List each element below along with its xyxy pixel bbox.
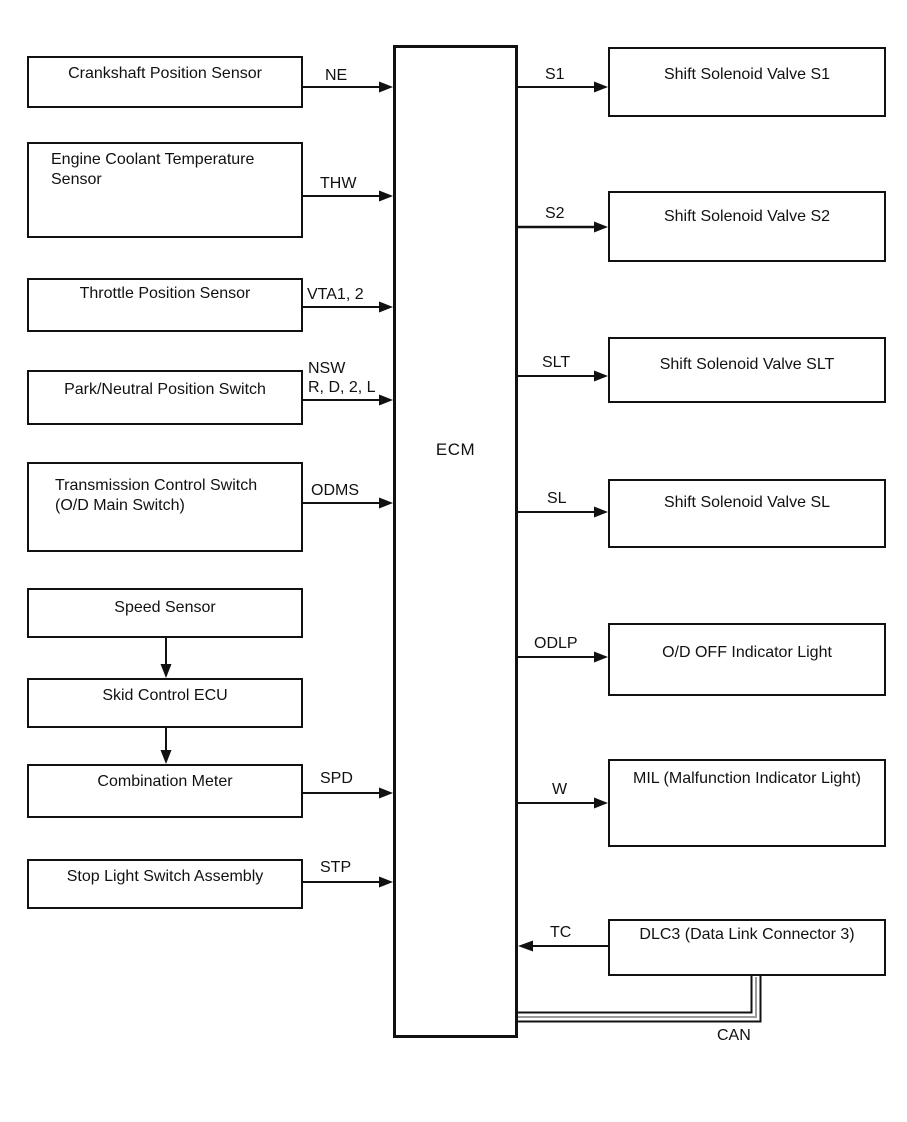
arrowhead-icon bbox=[594, 797, 608, 809]
arrowhead-icon bbox=[594, 506, 608, 518]
node-label: Combination Meter bbox=[97, 773, 233, 790]
node-label: Shift Solenoid Valve SL bbox=[663, 494, 831, 511]
arrowhead-icon bbox=[379, 301, 393, 313]
node-label: Shift Solenoid Valve S2 bbox=[663, 208, 831, 225]
signal-label-stp: STP bbox=[320, 859, 352, 876]
arrowhead-icon bbox=[594, 221, 608, 233]
node-label: Engine Coolant Temperature Sensor bbox=[51, 151, 255, 188]
arrowhead-icon bbox=[160, 750, 172, 764]
ecm-label: ECM bbox=[435, 440, 476, 459]
node-label: Speed Sensor bbox=[114, 599, 216, 616]
signal-label-s1: S1 bbox=[545, 66, 565, 83]
node-transmission-control-switch: Transmission Control Switch (O/D Main Sw… bbox=[27, 462, 303, 552]
node-ecm bbox=[393, 45, 518, 1038]
node-mil-malfunction-indicator-light: MIL (Malfunction Indicator Light) bbox=[608, 759, 886, 847]
signal-label-odms: ODMS bbox=[311, 482, 359, 499]
node-shift-solenoid-valve-s2: Shift Solenoid Valve S2 bbox=[608, 191, 886, 262]
node-label: DLC3 (Data Link Connector 3) bbox=[639, 926, 855, 943]
node-label: Shift Solenoid Valve S1 bbox=[663, 66, 831, 83]
arrowhead-icon bbox=[379, 497, 393, 509]
signal-label-spd: SPD bbox=[320, 770, 353, 787]
connector-odms bbox=[303, 497, 393, 509]
node-dlc3-data-link-connector: DLC3 (Data Link Connector 3) bbox=[608, 919, 886, 976]
node-label: Skid Control ECU bbox=[102, 687, 228, 704]
signal-label-s2: S2 bbox=[545, 205, 565, 222]
arrowhead-icon bbox=[518, 940, 533, 952]
arrowhead-icon bbox=[594, 370, 608, 382]
node-label: Shift Solenoid Valve SLT bbox=[659, 356, 835, 373]
signal-label-tc: TC bbox=[550, 924, 572, 941]
connector-can-bus bbox=[518, 976, 762, 1023]
node-skid-control-ecu: Skid Control ECU bbox=[27, 678, 303, 728]
arrowhead-icon bbox=[594, 81, 608, 93]
signal-label-vta: VTA1, 2 bbox=[307, 286, 364, 303]
signal-label-nsw: NSW R, D, 2, L bbox=[308, 360, 376, 396]
node-combination-meter: Combination Meter bbox=[27, 764, 303, 818]
arrowhead-icon bbox=[379, 394, 393, 406]
connector-s2 bbox=[518, 221, 608, 233]
connector-speed-to-skid bbox=[160, 638, 172, 678]
arrowhead-icon bbox=[160, 664, 172, 678]
signal-label-sl: SL bbox=[547, 490, 567, 507]
connector-ne bbox=[303, 81, 393, 93]
signal-label-can: CAN bbox=[717, 1027, 751, 1044]
node-label: Throttle Position Sensor bbox=[79, 285, 251, 302]
signal-label-slt: SLT bbox=[542, 354, 571, 371]
node-od-off-indicator-light: O/D OFF Indicator Light bbox=[608, 623, 886, 696]
node-label: MIL (Malfunction Indicator Light) bbox=[633, 770, 861, 787]
connector-odlp bbox=[518, 651, 608, 663]
signal-label-odlp: ODLP bbox=[534, 635, 578, 652]
arrowhead-icon bbox=[379, 787, 393, 799]
node-throttle-position-sensor: Throttle Position Sensor bbox=[27, 278, 303, 332]
connector-s1 bbox=[518, 81, 608, 93]
arrowhead-icon bbox=[379, 81, 393, 93]
connector-spd bbox=[303, 787, 393, 799]
connector-sl bbox=[518, 506, 608, 518]
node-label: Stop Light Switch Assembly bbox=[66, 868, 264, 885]
node-label: Transmission Control Switch (O/D Main Sw… bbox=[55, 477, 258, 514]
node-stop-light-switch-assembly: Stop Light Switch Assembly bbox=[27, 859, 303, 909]
connector-nsw bbox=[303, 394, 393, 406]
connector-stp bbox=[303, 876, 393, 888]
node-park-neutral-position-switch: Park/Neutral Position Switch bbox=[27, 370, 303, 425]
connector-vta bbox=[303, 301, 393, 313]
arrowhead-icon bbox=[594, 651, 608, 663]
connector-tc bbox=[518, 940, 608, 952]
node-shift-solenoid-valve-sl: Shift Solenoid Valve SL bbox=[608, 479, 886, 548]
node-shift-solenoid-valve-slt: Shift Solenoid Valve SLT bbox=[608, 337, 886, 403]
connector-slt bbox=[518, 370, 608, 382]
arrowhead-icon bbox=[379, 190, 393, 202]
node-crankshaft-position-sensor: Crankshaft Position Sensor bbox=[27, 56, 303, 108]
node-label: O/D OFF Indicator Light bbox=[662, 644, 832, 661]
arrowhead-icon bbox=[379, 876, 393, 888]
node-engine-coolant-temperature-sensor: Engine Coolant Temperature Sensor bbox=[27, 142, 303, 238]
connector-skid-to-combination bbox=[160, 728, 172, 764]
node-shift-solenoid-valve-s1: Shift Solenoid Valve S1 bbox=[608, 47, 886, 117]
node-label: Park/Neutral Position Switch bbox=[64, 381, 266, 398]
signal-label-w: W bbox=[552, 781, 568, 798]
node-speed-sensor: Speed Sensor bbox=[27, 588, 303, 638]
connector-w bbox=[518, 797, 608, 809]
signal-label-thw: THW bbox=[320, 175, 357, 192]
signal-label-ne: NE bbox=[325, 67, 348, 84]
connector-thw bbox=[303, 190, 393, 202]
node-label: Crankshaft Position Sensor bbox=[68, 65, 262, 82]
